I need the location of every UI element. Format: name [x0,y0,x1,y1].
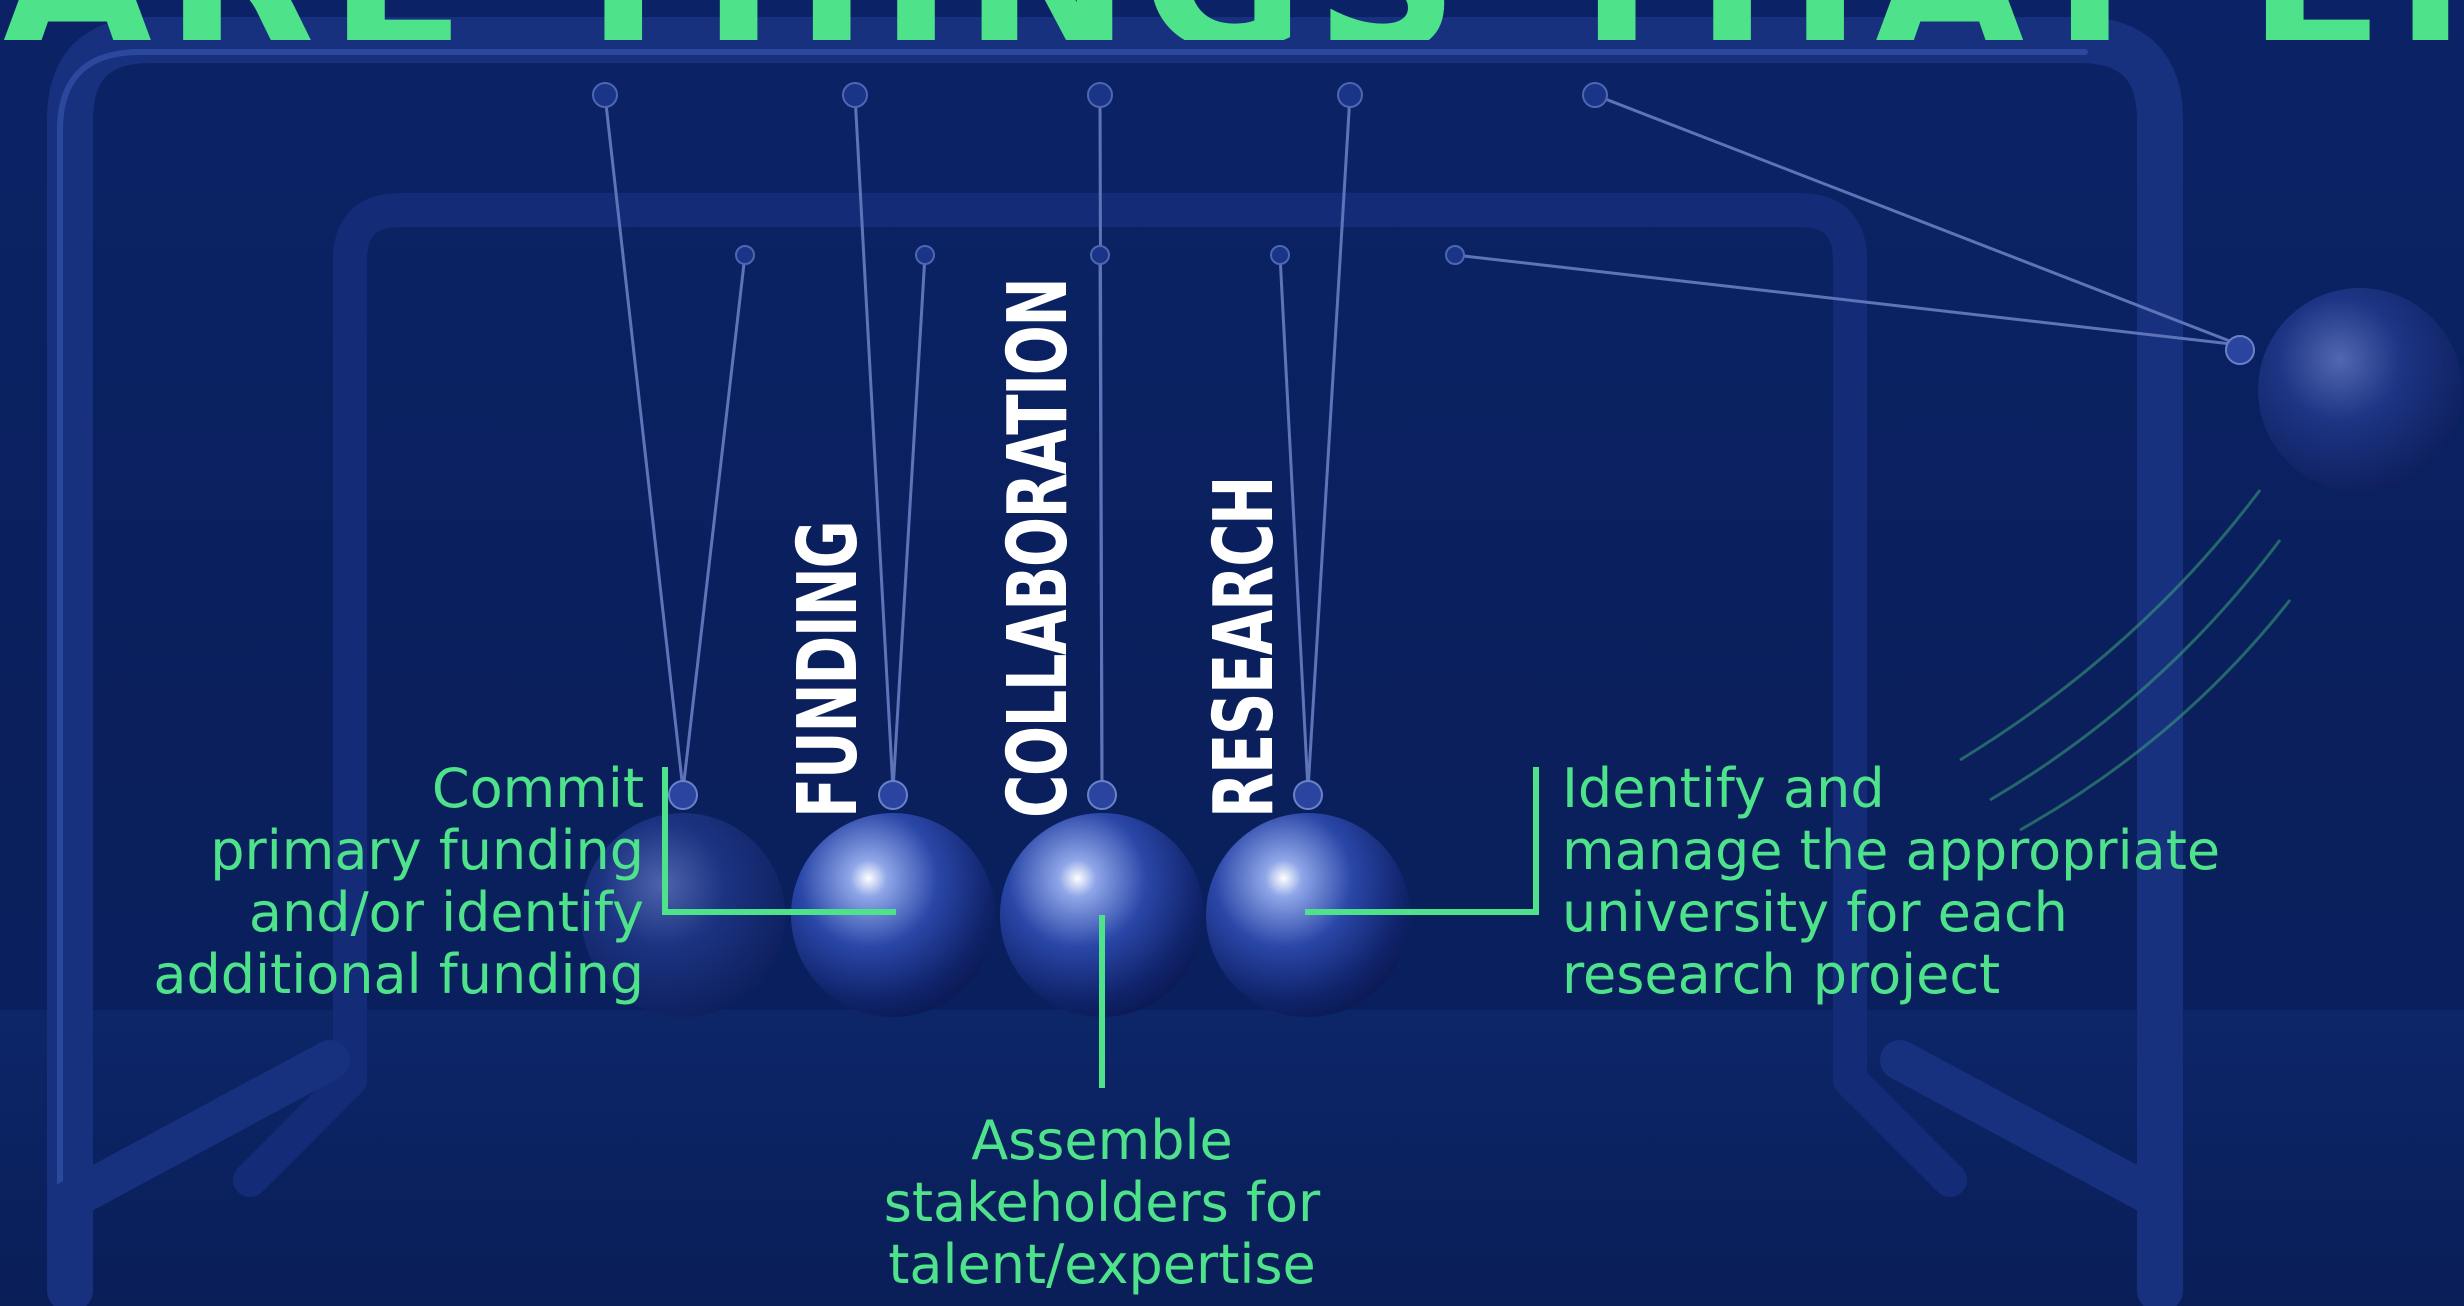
callout-collaboration: Assemble stakeholders for talent/experti… [883,1109,1321,1296]
string-mounts [592,82,1608,265]
funding-connector [662,767,896,915]
ball-caps [668,335,2255,810]
ball-swinging [2258,288,2462,492]
back-frame-base [233,1063,1967,1197]
label-funding: FUNDING [781,521,876,818]
label-collaboration: COLLABORATION [991,278,1086,819]
motion-lines [1959,489,2292,832]
label-research: RESEARCH [1197,476,1292,818]
callout-funding: Commit primary funding and/or identify a… [153,757,644,1006]
callout-research: Identify and manage the appropriate univ… [1562,757,2221,1006]
callout-connectors [662,767,1539,1088]
research-connector [1305,767,1539,915]
front-frame-base [50,1040,2180,1220]
pendulum-strings [603,93,2241,791]
front-frame [47,17,2183,1306]
headline-text: ARE THINGS THAT ENABLE [0,0,2464,40]
front-frame-highlight [57,49,2088,1203]
